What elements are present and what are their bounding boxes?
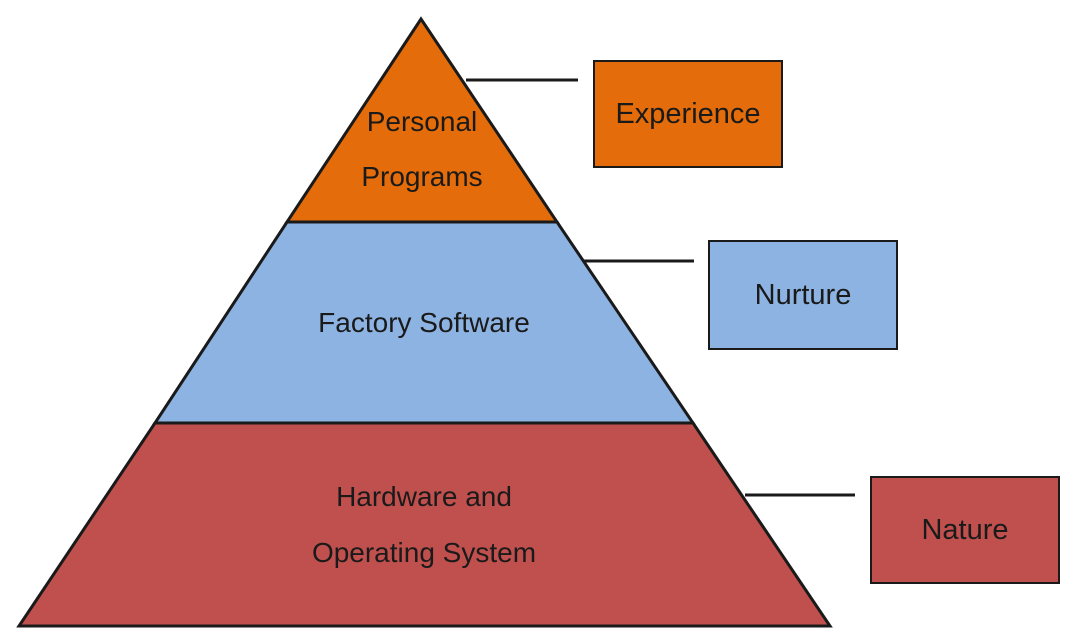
tier-top-label-line-1: Personal xyxy=(367,106,478,137)
pyramid-tier-bottom xyxy=(16,421,833,628)
callout-experience: Experience xyxy=(593,60,783,168)
callout-experience-label: Experience xyxy=(615,97,761,130)
callout-nature: Nature xyxy=(870,476,1060,584)
callout-nature-label: Nature xyxy=(921,513,1009,546)
tier-bottom-label-line-1: Hardware and xyxy=(336,481,512,512)
tier-bottom-label-line-2: Operating System xyxy=(312,537,536,568)
tier-middle-label: Factory Software xyxy=(318,307,530,338)
callout-nurture-label: Nurture xyxy=(754,278,852,311)
tier-top-label-line-2: Programs xyxy=(361,161,482,192)
callout-nurture: Nurture xyxy=(708,240,898,350)
